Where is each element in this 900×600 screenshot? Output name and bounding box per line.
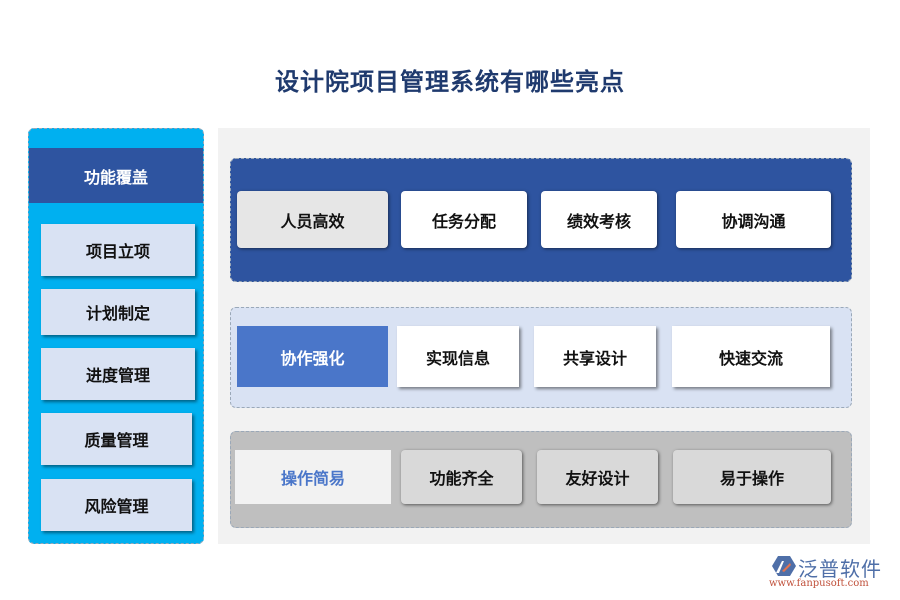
row1-lead: 人员高效 <box>237 191 388 248</box>
left-item-planning: 计划制定 <box>41 289 195 335</box>
feature-coverage-panel: 功能覆盖 项目立项 计划制定 进度管理 质量管理 风险管理 <box>28 128 204 544</box>
row-staff-efficiency: 人员高效 任务分配 绩效考核 协调沟通 <box>230 158 852 282</box>
left-item-risk-management: 风险管理 <box>41 479 192 531</box>
fanpu-logo: 泛普软件 www.fanpusoft.com <box>768 553 896 593</box>
row1-item-task-assignment: 任务分配 <box>401 191 527 248</box>
left-item-project-initiation: 项目立项 <box>41 224 195 276</box>
left-item-quality-management: 质量管理 <box>41 413 192 465</box>
fanpu-logo-icon <box>772 556 796 576</box>
row3-item-easy-to-operate: 易于操作 <box>673 450 831 504</box>
row-easy-operation: 操作简易 功能齐全 友好设计 易于操作 <box>230 431 852 528</box>
row2-item-fast-communication: 快速交流 <box>672 326 830 387</box>
feature-coverage-header: 功能覆盖 <box>29 148 203 203</box>
row3-item-full-features: 功能齐全 <box>401 450 522 504</box>
page-title: 设计院项目管理系统有哪些亮点 <box>275 68 625 96</box>
row2-item-shared-design: 共享设计 <box>534 326 656 387</box>
left-item-progress-management: 进度管理 <box>41 348 195 400</box>
row1-item-coordination: 协调沟通 <box>676 191 831 248</box>
row2-lead: 协作强化 <box>237 326 388 387</box>
row2-item-info: 实现信息 <box>397 326 519 387</box>
highlights-area: 人员高效 任务分配 绩效考核 协调沟通 协作强化 实现信息 共享设计 快速交流 … <box>218 128 870 544</box>
logo-name: 泛普软件 <box>798 557 882 581</box>
row3-item-friendly-design: 友好设计 <box>537 450 658 504</box>
row1-item-performance: 绩效考核 <box>541 191 657 248</box>
row3-lead: 操作简易 <box>235 450 391 504</box>
logo-url: www.fanpusoft.com <box>769 578 869 589</box>
row-collaboration: 协作强化 实现信息 共享设计 快速交流 <box>230 307 852 408</box>
